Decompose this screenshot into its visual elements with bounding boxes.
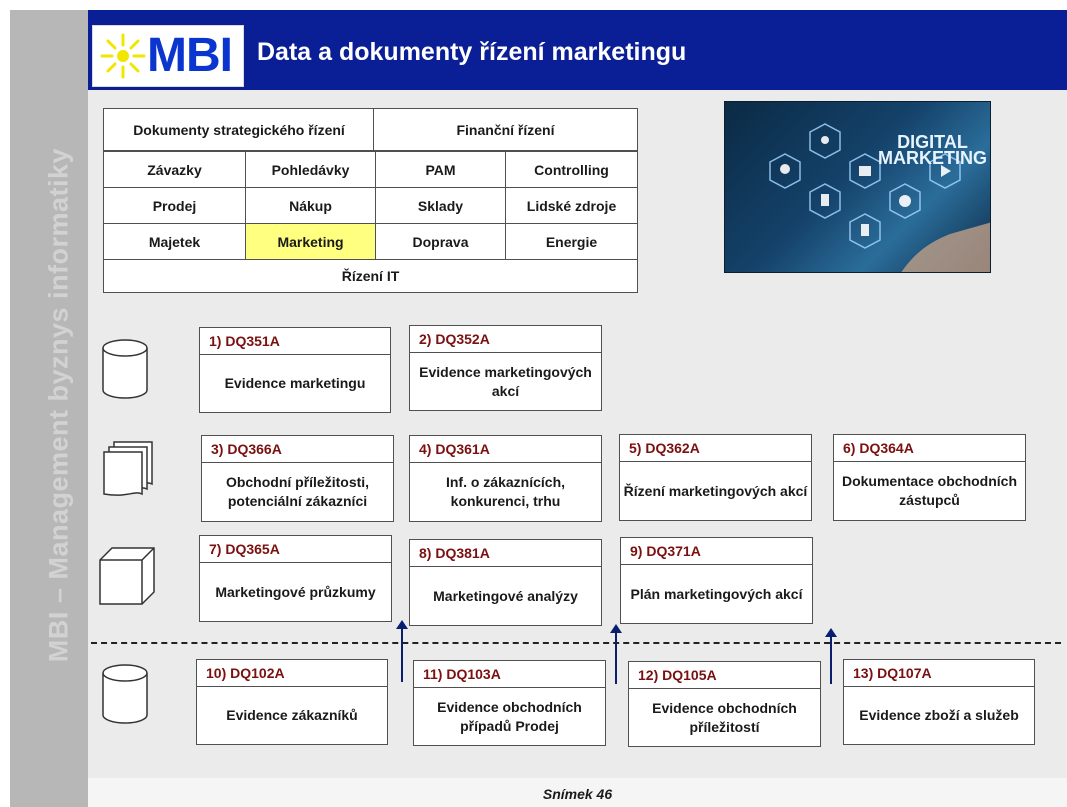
- cube-icon: [99, 547, 155, 605]
- grid-cell: Sklady: [375, 187, 506, 224]
- grid-cell: Prodej: [103, 187, 246, 224]
- digital-marketing-title: DIGITAL MARKETING: [878, 132, 987, 168]
- box-description: Evidence obchodních případů Prodej: [437, 698, 582, 734]
- box-description: Obchodní příležitosti, potenciální zákaz…: [225, 474, 370, 509]
- box-description: Dokumentace obchodních zástupců: [841, 473, 1018, 508]
- mbi-logo: MBI: [92, 25, 244, 87]
- sun-icon: [100, 33, 146, 79]
- arrow-up-icon: [396, 620, 408, 682]
- box-description: Evidence marketingu: [224, 375, 366, 391]
- box-code: 8) DQ381A: [410, 540, 601, 567]
- box-description: Řízení marketingových akcí: [623, 482, 808, 499]
- data-box: 2) DQ352A Evidence marketingových akcí: [409, 325, 602, 411]
- sidebar-text: MBI – Management byznys informatiky: [43, 147, 74, 663]
- data-box: 5) DQ362A Řízení marketingových akcí: [619, 434, 812, 521]
- domain-grid: Dokumenty strategického řízení Finanční …: [103, 108, 638, 293]
- data-box: 9) DQ371A Plán marketingových akcí: [620, 537, 813, 624]
- grid-cell: Pohledávky: [245, 151, 376, 188]
- database-icon: [102, 339, 148, 399]
- box-code: 11) DQ103A: [414, 661, 605, 688]
- grid-cell: Controlling: [505, 151, 638, 188]
- box-description: Evidence obchodních příležitostí: [652, 699, 797, 735]
- box-code: 10) DQ102A: [197, 660, 387, 687]
- data-box: 11) DQ103A Evidence obchodních případů P…: [413, 660, 606, 746]
- slide-number: Snímek 46: [542, 786, 613, 802]
- box-code: 12) DQ105A: [629, 662, 820, 689]
- box-code: 7) DQ365A: [200, 536, 391, 563]
- data-box: 6) DQ364A Dokumentace obchodních zástupc…: [833, 434, 1026, 521]
- documents-icon: [103, 441, 153, 496]
- box-description: Evidence zboží a služeb: [859, 707, 1019, 723]
- digital-marketing-image: DIGITAL MARKETING: [724, 101, 991, 273]
- box-code: 1) DQ351A: [200, 328, 390, 355]
- hexagon-icons: [769, 123, 990, 272]
- box-description: Plán marketingových akcí: [630, 585, 803, 602]
- grid-cell: Závazky: [103, 151, 246, 188]
- box-code: 13) DQ107A: [844, 660, 1034, 687]
- box-description: Evidence zákazníků: [226, 707, 358, 723]
- grid-cell-marketing-highlighted: Marketing: [245, 223, 376, 260]
- box-description: Marketingové analýzy: [433, 587, 578, 604]
- grid-cell-it: Řízení IT: [103, 259, 638, 293]
- box-code: 9) DQ371A: [621, 538, 812, 565]
- grid-cell: Majetek: [103, 223, 246, 260]
- grid-cell: Lidské zdroje: [505, 187, 638, 224]
- logo-text: MBI: [147, 29, 233, 82]
- arrow-up-icon: [825, 628, 837, 684]
- box-code: 6) DQ364A: [834, 435, 1025, 462]
- divider-line: [91, 642, 1061, 644]
- data-box: 8) DQ381A Marketingové analýzy: [409, 539, 602, 626]
- grid-cell-strategic: Dokumenty strategického řízení: [103, 108, 375, 151]
- grid-cell: Energie: [505, 223, 638, 260]
- box-code: 5) DQ362A: [620, 435, 811, 462]
- box-description: Evidence marketingových akcí: [419, 363, 592, 399]
- grid-cell: PAM: [375, 151, 506, 188]
- database-icon: [102, 664, 148, 724]
- grid-cell-finance: Finanční řízení: [373, 108, 638, 151]
- box-code: 3) DQ366A: [202, 436, 393, 463]
- header-bar: [88, 10, 1067, 90]
- data-box: 3) DQ366A Obchodní příležitosti, potenci…: [201, 435, 394, 522]
- data-box: 1) DQ351A Evidence marketingu: [199, 327, 391, 413]
- box-code: 4) DQ361A: [410, 436, 601, 463]
- box-code: 2) DQ352A: [410, 326, 601, 353]
- footer-bar: Snímek 46: [88, 778, 1067, 807]
- box-description: Inf. o zákaznících, konkurenci, trhu: [445, 474, 566, 509]
- data-box: 10) DQ102A Evidence zákazníků: [196, 659, 388, 745]
- data-box: 12) DQ105A Evidence obchodních příležito…: [628, 661, 821, 747]
- arrow-up-icon: [610, 624, 622, 684]
- grid-cell: Doprava: [375, 223, 506, 260]
- box-description: Marketingové průzkumy: [215, 583, 376, 600]
- data-box: 13) DQ107A Evidence zboží a služeb: [843, 659, 1035, 745]
- page-title: Data a dokumenty řízení marketingu: [257, 38, 687, 66]
- data-box: 4) DQ361A Inf. o zákaznících, konkurenci…: [409, 435, 602, 522]
- grid-cell: Nákup: [245, 187, 376, 224]
- data-box: 7) DQ365A Marketingové průzkumy: [199, 535, 392, 622]
- sidebar: MBI – Management byznys informatiky: [10, 10, 88, 807]
